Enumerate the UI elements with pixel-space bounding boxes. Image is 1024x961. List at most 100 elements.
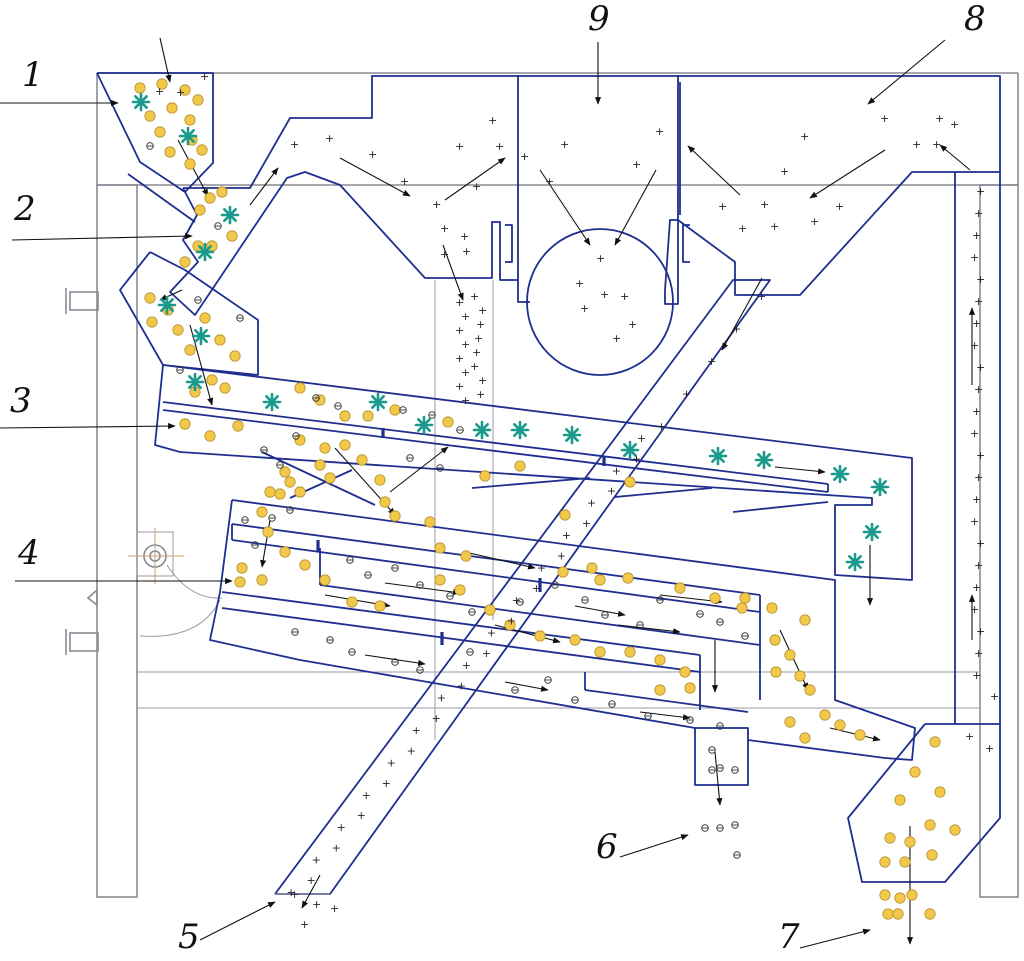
asterisk-icon <box>754 450 774 470</box>
circled-minus-icon <box>716 824 724 832</box>
circled-minus-icon <box>731 766 739 774</box>
plus-icon: + <box>912 138 921 151</box>
plus-icon: + <box>632 452 641 465</box>
plus-icon: + <box>461 394 470 407</box>
grain-dot-icon <box>356 454 368 466</box>
grain-dot-icon <box>196 144 208 156</box>
circled-minus-icon <box>716 618 724 626</box>
number-labels: 1 2 3 4 5 6 7 8 9 <box>10 0 986 957</box>
asterisk-icon <box>368 392 388 412</box>
plus-icon: + <box>537 562 546 575</box>
grain-dot-icon <box>679 666 691 678</box>
grain-dot-icon <box>454 584 466 596</box>
feed-hopper <box>96 72 214 193</box>
dust-particles: ++++++++++++++++++++++++++++++++++++++++… <box>155 70 999 931</box>
circled-minus-icon <box>686 716 694 724</box>
circled-minus-icon <box>416 581 424 589</box>
circled-minus-icon <box>551 581 559 589</box>
grain-dot-icon <box>389 510 401 522</box>
plus-icon: + <box>437 691 446 704</box>
plus-icon: + <box>976 625 985 638</box>
grain-dot-icon <box>229 350 241 362</box>
circled-minus-icon <box>406 454 414 462</box>
plus-icon: + <box>455 352 464 365</box>
plus-icon: + <box>557 550 566 563</box>
plus-icon: + <box>455 140 464 153</box>
plus-icon: + <box>487 627 496 640</box>
grain-dot-icon <box>594 574 606 586</box>
plus-icon: + <box>532 582 541 595</box>
grain-dot-icon <box>204 430 216 442</box>
grain-dot-icon <box>154 126 166 138</box>
grain-dot-icon <box>184 344 196 356</box>
grain-dot-icon <box>319 442 331 454</box>
asterisk-icon <box>131 92 151 112</box>
circled-minus-icon <box>733 851 741 859</box>
plus-icon: + <box>307 874 316 887</box>
grain-dot-icon <box>214 334 226 346</box>
plus-icon: + <box>460 230 469 243</box>
plus-icon: + <box>935 112 944 125</box>
plus-icon: + <box>461 366 470 379</box>
grain-dot-icon <box>389 404 401 416</box>
grain-dot-icon <box>484 604 496 616</box>
plus-icon: + <box>880 112 889 125</box>
plus-icon: + <box>432 712 441 725</box>
grain-dot-icon <box>262 526 274 538</box>
plus-icon: + <box>972 493 981 506</box>
plus-icon: + <box>628 318 637 331</box>
plus-icon: + <box>972 669 981 682</box>
grain-dot-icon <box>192 94 204 106</box>
plus-icon: + <box>632 158 641 171</box>
label-3: 3 <box>10 381 32 421</box>
grain-dot-icon <box>374 600 386 612</box>
plus-icon: + <box>476 318 485 331</box>
outlet-6 <box>694 728 749 786</box>
grain-dot-icon <box>892 908 904 920</box>
plus-icon: + <box>155 85 164 98</box>
grain-dot-icon <box>314 394 326 406</box>
circled-minus-icon <box>708 746 716 754</box>
circled-minus-icon <box>260 446 268 454</box>
plus-icon: + <box>607 485 616 498</box>
grain-dot-icon <box>739 592 751 604</box>
plus-icon: + <box>970 515 979 528</box>
plus-icon: + <box>476 388 485 401</box>
plus-icon: + <box>478 374 487 387</box>
circled-minus-icon <box>608 700 616 708</box>
grain-dot-icon <box>232 420 244 432</box>
plus-icon: + <box>470 360 479 373</box>
circled-minus-icon <box>581 596 589 604</box>
grain-dot-icon <box>534 630 546 642</box>
grain-dot-icon <box>569 634 581 646</box>
cyclone-circle <box>526 228 674 376</box>
grain-dot-icon <box>284 476 296 488</box>
settling-chamber-9 <box>518 75 679 305</box>
plus-icon: + <box>976 537 985 550</box>
circled-minus-icon <box>176 366 184 374</box>
light-impurity-particles <box>146 142 749 859</box>
asterisk-icon <box>185 372 205 392</box>
plus-icon: + <box>357 809 366 822</box>
grain-dot-icon <box>924 819 936 831</box>
grain-dot-icon <box>557 566 569 578</box>
grain-dot-icon <box>256 506 268 518</box>
circled-minus-icon <box>241 516 249 524</box>
grain-dot-icon <box>834 719 846 731</box>
plus-icon: + <box>412 724 421 737</box>
grain-dot-icon <box>134 82 146 94</box>
plus-icon: + <box>732 322 741 335</box>
plus-icon: + <box>300 918 309 931</box>
plus-icon: + <box>970 339 979 352</box>
upper-sieve-frame <box>154 364 913 581</box>
asterisk-icon <box>472 420 492 440</box>
grain-dot-icon <box>219 382 231 394</box>
grain-dot-icon <box>934 786 946 798</box>
grain-dot-icon <box>206 374 218 386</box>
grain-dot-icon <box>346 596 358 608</box>
circled-minus-icon <box>194 296 202 304</box>
grain-dot-icon <box>654 654 666 666</box>
plus-icon: + <box>176 86 185 99</box>
grain-dot-icon <box>362 410 374 422</box>
